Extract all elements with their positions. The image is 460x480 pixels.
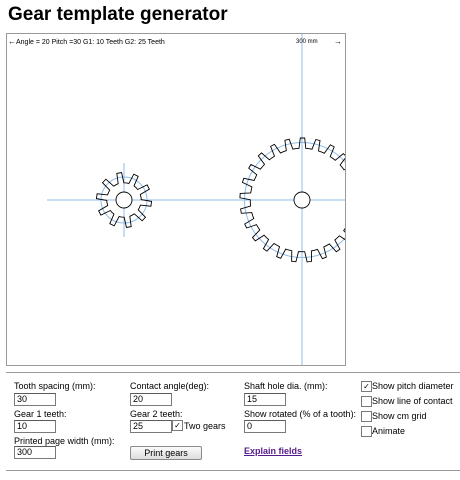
gear2-pitch-circle [244,142,345,258]
gear-info-text: Angle = 20 Pitch =30 G1: 10 Teeth G2: 25… [16,39,165,46]
show-pitch-diameter-checkbox[interactable]: ✓ [361,381,372,392]
show-line-of-contact-label: Show line of contact [372,396,453,406]
gear1-shaft-hole [115,191,133,209]
gear-drawing [47,34,345,365]
print-gears-button[interactable]: Print gears [130,446,202,460]
gear1-outline [95,171,153,229]
gear2-teeth-input[interactable]: 25 [130,420,172,433]
gear1-pitch-circle [100,176,148,224]
two-gears-label: Two gears [184,421,226,431]
animate-checkbox[interactable] [361,426,372,437]
left-arrow-icon: ← [8,37,16,46]
page-width-label: Printed page width (mm): [14,436,115,446]
show-cm-grid-checkbox[interactable] [361,411,372,422]
shaft-hole-label: Shaft hole dia. (mm): [244,381,328,391]
separator-bottom [6,470,460,471]
tooth-spacing-input[interactable]: 30 [14,393,56,406]
show-line-of-contact-checkbox[interactable] [361,396,372,407]
right-arrow-icon: → [334,37,342,46]
scale-label: 300 mm [296,39,318,45]
page-width-input[interactable]: 300 [14,446,56,459]
page-title: Gear template generator [8,4,228,25]
tooth-spacing-label: Tooth spacing (mm): [14,381,96,391]
gear1-teeth-input[interactable]: 10 [14,420,56,433]
explain-fields-link[interactable]: Explain fields [244,446,303,456]
gear1-teeth-label: Gear 1 teeth: [14,409,67,419]
show-cm-grid-label: Show cm grid [372,411,427,421]
two-gears-checkbox[interactable]: ✓ [172,420,183,431]
show-pitch-diameter-label: Show pitch diameter [372,381,454,391]
gear2-outline [239,137,345,263]
gear2-teeth-label: Gear 2 teeth: [130,409,183,419]
animate-label: Animate [372,426,406,436]
show-rotated-input[interactable]: 0 [244,420,286,433]
contact-angle-input[interactable]: 20 [130,393,172,406]
gear2-shaft-hole [293,191,311,209]
gear-canvas[interactable] [6,33,346,366]
show-rotated-label: Show rotated (% of a tooth): [244,409,357,419]
contact-angle-label: Contact angle(deg): [130,381,210,391]
shaft-hole-input[interactable]: 15 [244,393,286,406]
separator-top [6,372,460,373]
